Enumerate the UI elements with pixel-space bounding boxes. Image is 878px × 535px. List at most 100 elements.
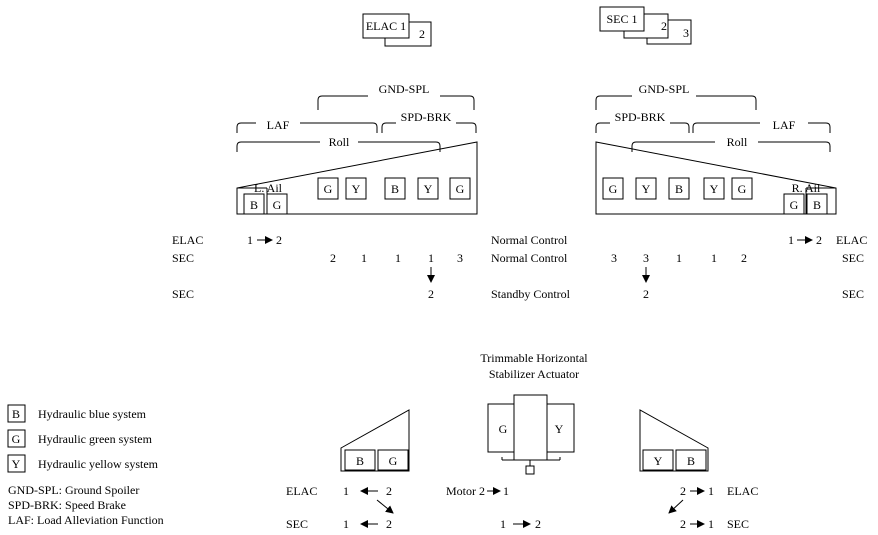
elac-row-left-ail-1: 1 [247, 233, 253, 247]
right-spoiler-box-1: G [609, 182, 618, 196]
tail-left-elac-b: 2 [386, 484, 392, 498]
right-aileron-box-2: B [813, 198, 821, 212]
left-roll-label: Roll [329, 135, 350, 149]
left-elevator-box-2: G [389, 454, 398, 468]
sec-control-row: SEC 2 1 1 1 3 Normal Control 3 3 1 1 2 S… [172, 251, 864, 265]
right-spoiler-boxes: G Y B Y G [602, 177, 753, 200]
ths-actuator: Trimmable Horizontal Stabilizer Actuator… [480, 351, 588, 475]
sec-left-spoiler-3: 1 [395, 251, 401, 265]
elac-row-right-label: ELAC [836, 233, 867, 247]
tail-left-sec-b: 2 [386, 517, 392, 531]
right-aileron-box-1: G [790, 198, 799, 212]
standby-row-mode: Standby Control [491, 287, 571, 301]
tail-right-elac-label: ELAC [727, 484, 758, 498]
left-spoiler-boxes: G Y B Y G [317, 177, 471, 200]
legend-key-g: G [12, 432, 21, 446]
ths-center-block [513, 394, 548, 461]
left-spoiler-box-2: Y [352, 182, 361, 196]
tail-right-elac-a: 2 [680, 484, 686, 498]
left-elevator: B G [340, 409, 410, 472]
left-gnd-spl-label: GND-SPL [379, 82, 430, 96]
left-wing-outline [236, 141, 478, 215]
elac-row-left-label: ELAC [172, 233, 203, 247]
left-elevator-box-1: B [356, 454, 364, 468]
sec-left-spoiler-1: 2 [330, 251, 336, 265]
sec-1-box [599, 6, 645, 32]
right-roll-label: Roll [727, 135, 748, 149]
elac-1-box [362, 13, 410, 39]
sec-2-label: 2 [661, 19, 667, 33]
legend-key-y: Y [12, 457, 21, 471]
right-elevator-box-1: Y [654, 454, 663, 468]
sec-right-spoiler-4: 1 [711, 251, 717, 265]
left-spoiler-box-5: G [456, 182, 465, 196]
right-elevator: Y B [639, 409, 709, 472]
left-spoiler-box-3: B [391, 182, 399, 196]
right-spoiler-box-2: Y [642, 182, 651, 196]
elac-control-row: ELAC 1 2 Normal Control 1 2 ELAC [172, 233, 867, 247]
standby-control-row: SEC 2 Standby Control 2 SEC [172, 287, 864, 301]
sec-row-mode: Normal Control [491, 251, 568, 265]
abbrev-spd-brk: SPD-BRK: Speed Brake [8, 498, 126, 512]
ths-title-line1: Trimmable Horizontal [480, 351, 588, 365]
right-gnd-spl-label: GND-SPL [639, 82, 690, 96]
right-wing: R. Ail G B G Y B Y G [595, 141, 837, 215]
left-spoiler-box-4: Y [424, 182, 433, 196]
ths-box-g: G [499, 422, 508, 436]
right-spoiler-box-4: Y [710, 182, 719, 196]
left-aileron-box-1: B [250, 198, 258, 212]
ths-box-y: Y [555, 422, 564, 436]
tail-ths-sec-b: 2 [535, 517, 541, 531]
ths-screw [525, 465, 535, 475]
elac-row-left-ail-2: 2 [276, 233, 282, 247]
sec-left-spoiler-2: 1 [361, 251, 367, 265]
left-spoiler-box-1: G [324, 182, 333, 196]
tail-left-diag-arrow [376, 499, 394, 514]
right-spoiler-box-3: B [675, 182, 683, 196]
tail-right-diag-arrow [668, 499, 684, 514]
elac-row-right-ail-1: 1 [788, 233, 794, 247]
sec-1-label: SEC 1 [606, 12, 637, 26]
tail-left-elac-a: 1 [343, 484, 349, 498]
tail-right-elac-b: 1 [708, 484, 714, 498]
standby-left-value: 2 [428, 287, 434, 301]
left-spd-brk-label: SPD-BRK [401, 110, 452, 124]
ths-title-line2: Stabilizer Actuator [489, 367, 579, 381]
right-aileron-boxes: G B [783, 193, 828, 215]
elac-1-label: ELAC 1 [366, 19, 406, 33]
sec-row-right-label: SEC [842, 251, 864, 265]
standby-right-value: 2 [643, 287, 649, 301]
tail-right-sec-a: 2 [680, 517, 686, 531]
tail-right-sec-label: SEC [727, 517, 749, 531]
standby-row-left-label: SEC [172, 287, 194, 301]
left-wing-brackets: GND-SPL LAF SPD-BRK Roll [236, 82, 477, 152]
legend-key-b: B [12, 407, 20, 421]
sec-left-spoiler-4: 1 [428, 251, 434, 265]
sec-left-spoiler-5: 3 [457, 251, 463, 265]
right-elevator-box-2: B [687, 454, 695, 468]
tail-ths-sec-a: 1 [500, 517, 506, 531]
elac-row-mode: Normal Control [491, 233, 568, 247]
legend: B Hydraulic blue system G Hydraulic gree… [7, 404, 164, 527]
right-wing-brackets: GND-SPL SPD-BRK LAF Roll [595, 82, 831, 152]
elac-computer-stack: 2 ELAC 1 [362, 13, 432, 47]
sec-right-spoiler-5: 2 [741, 251, 747, 265]
elac-row-right-ail-2: 2 [816, 233, 822, 247]
legend-label-b: Hydraulic blue system [38, 407, 147, 421]
tail-motor-a: 1 [503, 484, 509, 498]
tail-elac-row: ELAC 1 2 Motor 2 1 2 1 ELAC [286, 484, 758, 514]
abbrev-gnd-spl: GND-SPL: Ground Spoiler [8, 483, 139, 497]
standby-row-right-label: SEC [842, 287, 864, 301]
legend-label-y: Hydraulic yellow system [38, 457, 159, 471]
left-elevator-outline [340, 409, 410, 472]
left-wing: L. Ail B G G Y B Y G [236, 141, 478, 215]
right-aileron-label: R. Ail [792, 181, 821, 195]
left-aileron-label: L. Ail [254, 181, 283, 195]
abbrev-laf: LAF: Load Alleviation Function [8, 513, 164, 527]
right-spd-brk-label: SPD-BRK [615, 110, 666, 124]
sec-right-spoiler-2: 3 [643, 251, 649, 265]
right-spoiler-box-5: G [738, 182, 747, 196]
tail-left-sec-a: 1 [343, 517, 349, 531]
